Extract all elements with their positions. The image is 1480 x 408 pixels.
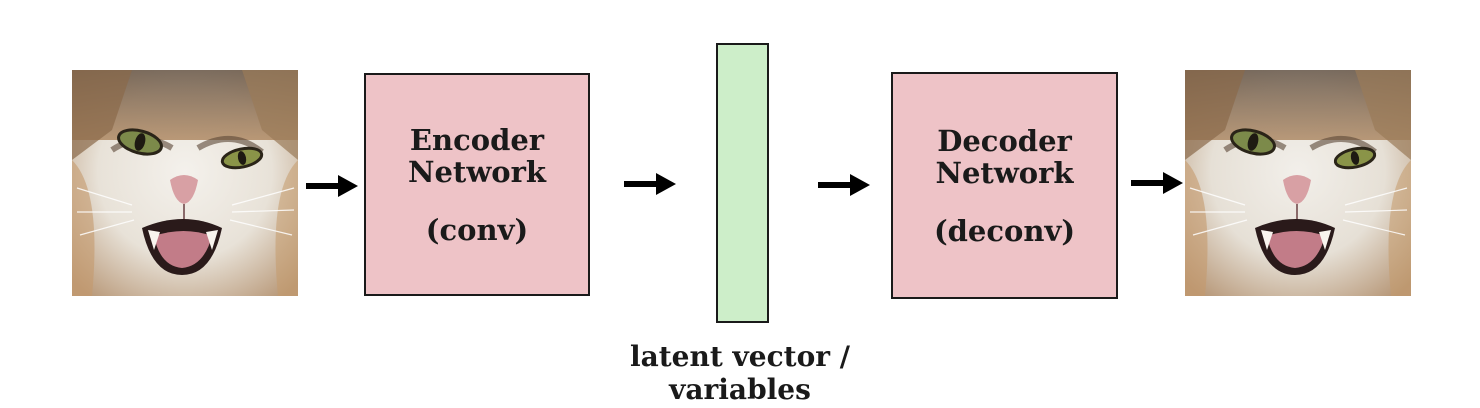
latent-vector-label: latent vector / variables	[629, 340, 851, 406]
arrow-right-icon	[624, 173, 676, 195]
encoder-network-box: Encoder Network (conv)	[364, 73, 590, 296]
cat-face-illustration	[1185, 70, 1411, 296]
decoder-title-line2: Network	[935, 155, 1074, 190]
arrow-right-icon	[306, 175, 358, 197]
decoder-title-line1: Decoder	[937, 123, 1072, 158]
output-cat-image	[1185, 70, 1411, 296]
arrow-right-icon	[1131, 172, 1183, 194]
arrow-right-icon	[818, 174, 870, 196]
decoder-subtitle: (deconv)	[933, 213, 1076, 248]
encoder-subtitle: (conv)	[425, 212, 529, 247]
encoder-title-line2: Network	[407, 154, 547, 189]
input-cat-image	[72, 70, 298, 296]
latent-vector-bar	[716, 43, 769, 323]
decoder-network-box: Decoder Network (deconv)	[891, 72, 1118, 299]
cat-face-illustration	[72, 70, 298, 296]
encoder-title-line1: Encoder	[409, 122, 545, 157]
